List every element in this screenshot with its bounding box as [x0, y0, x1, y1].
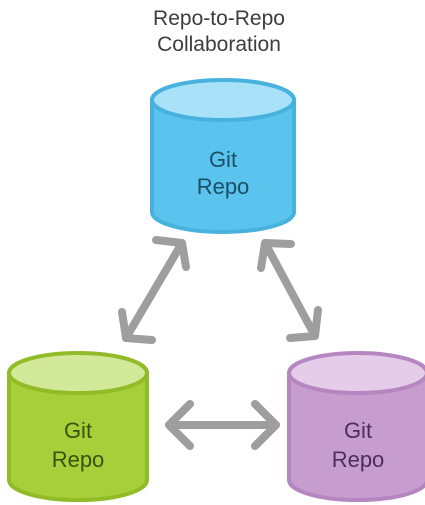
cylinder-top	[150, 78, 296, 122]
repo-label-line-1: Git	[64, 418, 92, 443]
arrows	[118, 236, 322, 450]
arrow-top-left	[118, 236, 190, 344]
repo-label-line-2: Repo	[52, 447, 105, 472]
title-line-2: Collaboration	[157, 33, 281, 56]
cylinder-body	[7, 371, 149, 502]
cylinder-top	[7, 351, 149, 395]
cylinder-body	[287, 371, 425, 502]
repo-label-line-1: Git	[344, 418, 372, 443]
git-repo-top: Git Repo	[150, 78, 296, 234]
cylinder-body	[150, 98, 296, 234]
git-repo-left: Git Repo	[7, 351, 149, 502]
git-repo-right: Git Repo	[287, 351, 425, 502]
repo-label-line-2: Repo	[332, 447, 385, 472]
diagram-title: Repo-to-Repo Collaboration	[153, 7, 285, 56]
repo-label-line-2: Repo	[197, 174, 250, 199]
arrow-top-right	[257, 239, 322, 342]
arrow-left-right	[165, 400, 280, 450]
repo-label-line-1: Git	[209, 147, 237, 172]
title-line-1: Repo-to-Repo	[153, 7, 285, 30]
cylinder-top	[287, 351, 425, 395]
